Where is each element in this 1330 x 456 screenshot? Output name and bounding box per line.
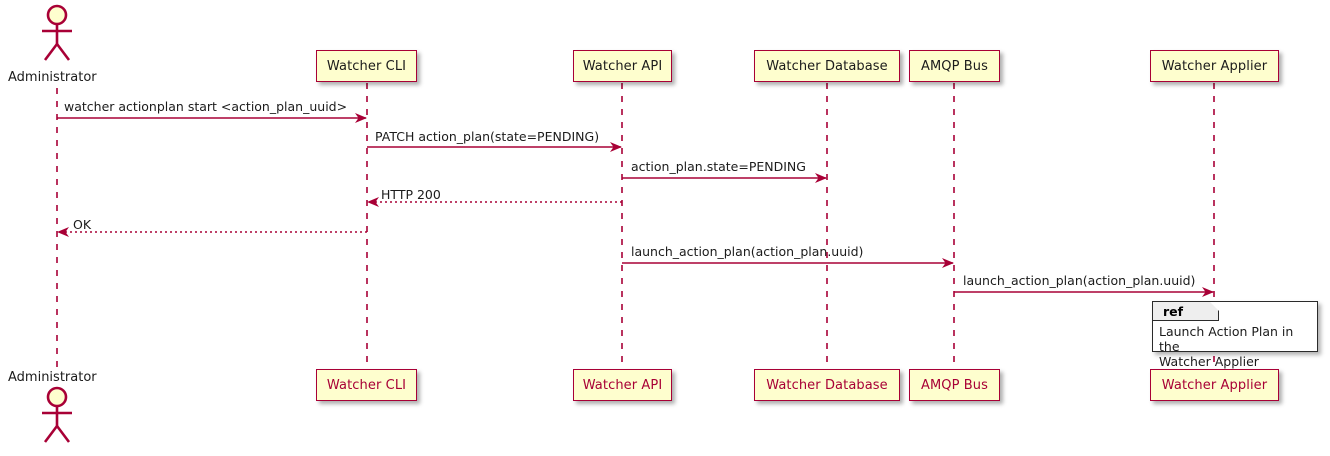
participant-box-bottom-watcher-database[interactable]: Watcher Database [754,369,900,401]
participant-label: AMQP Bus [920,58,989,74]
lifelines [56,83,1215,370]
ref-fragment-tab-label: ref [1163,303,1184,319]
message-label-2: PATCH action_plan(state=PENDING) [375,129,600,144]
participant-box-bottom-watcher-api[interactable]: Watcher API [573,369,672,401]
actor-label-admin-bottom: Administrator [8,370,97,385]
message-label-1: watcher actionplan start <action_plan_uu… [64,99,348,114]
participant-label: Watcher Database [766,377,888,393]
participant-box-top-watcher-database[interactable]: Watcher Database [754,50,900,82]
participant-label: Watcher CLI [326,377,407,393]
participant-box-bottom-watcher-cli[interactable]: Watcher CLI [316,369,417,401]
participant-label: Watcher Database [766,58,888,74]
ref-fragment-body-line-1: Launch Action Plan in the [1159,324,1294,354]
ref-fragment-body: Launch Action Plan in the Watcher Applie… [1159,324,1313,369]
participant-box-top-watcher-api[interactable]: Watcher API [573,50,672,82]
participant-box-bottom-amqp-bus[interactable]: AMQP Bus [909,369,1000,401]
participant-label: Watcher Applier [1161,377,1268,393]
ref-fragment-box[interactable]: ref Launch Action Plan in the Watcher Ap… [1152,301,1318,369]
ref-fragment-tab: ref [1153,302,1219,321]
participant-label: Watcher API [582,58,663,74]
message-label-4: HTTP 200 [381,187,441,202]
message-label-6: launch_action_plan(action_plan.uuid) [631,244,864,259]
actor-label-admin-top: Administrator [8,70,97,85]
participant-label: AMQP Bus [920,377,989,393]
message-label-5: OK [73,217,92,232]
participant-box-bottom-watcher-applier[interactable]: Watcher Applier [1150,369,1279,401]
message-label-7: launch_action_plan(action_plan.uuid) [963,273,1196,288]
participant-label: Watcher Applier [1161,58,1268,74]
participant-box-top-watcher-cli[interactable]: Watcher CLI [316,50,417,82]
actor-figure-admin-bottom [42,386,72,443]
participant-box-top-amqp-bus[interactable]: AMQP Bus [909,50,1000,82]
message-label-3: action_plan.state=PENDING [631,159,806,174]
participant-label: Watcher CLI [326,58,407,74]
ref-fragment-body-line-2: Watcher Applier [1159,354,1259,369]
participant-label: Watcher API [582,377,663,393]
participant-box-top-watcher-applier[interactable]: Watcher Applier [1150,50,1279,82]
actor-figure-admin-top [42,4,72,61]
